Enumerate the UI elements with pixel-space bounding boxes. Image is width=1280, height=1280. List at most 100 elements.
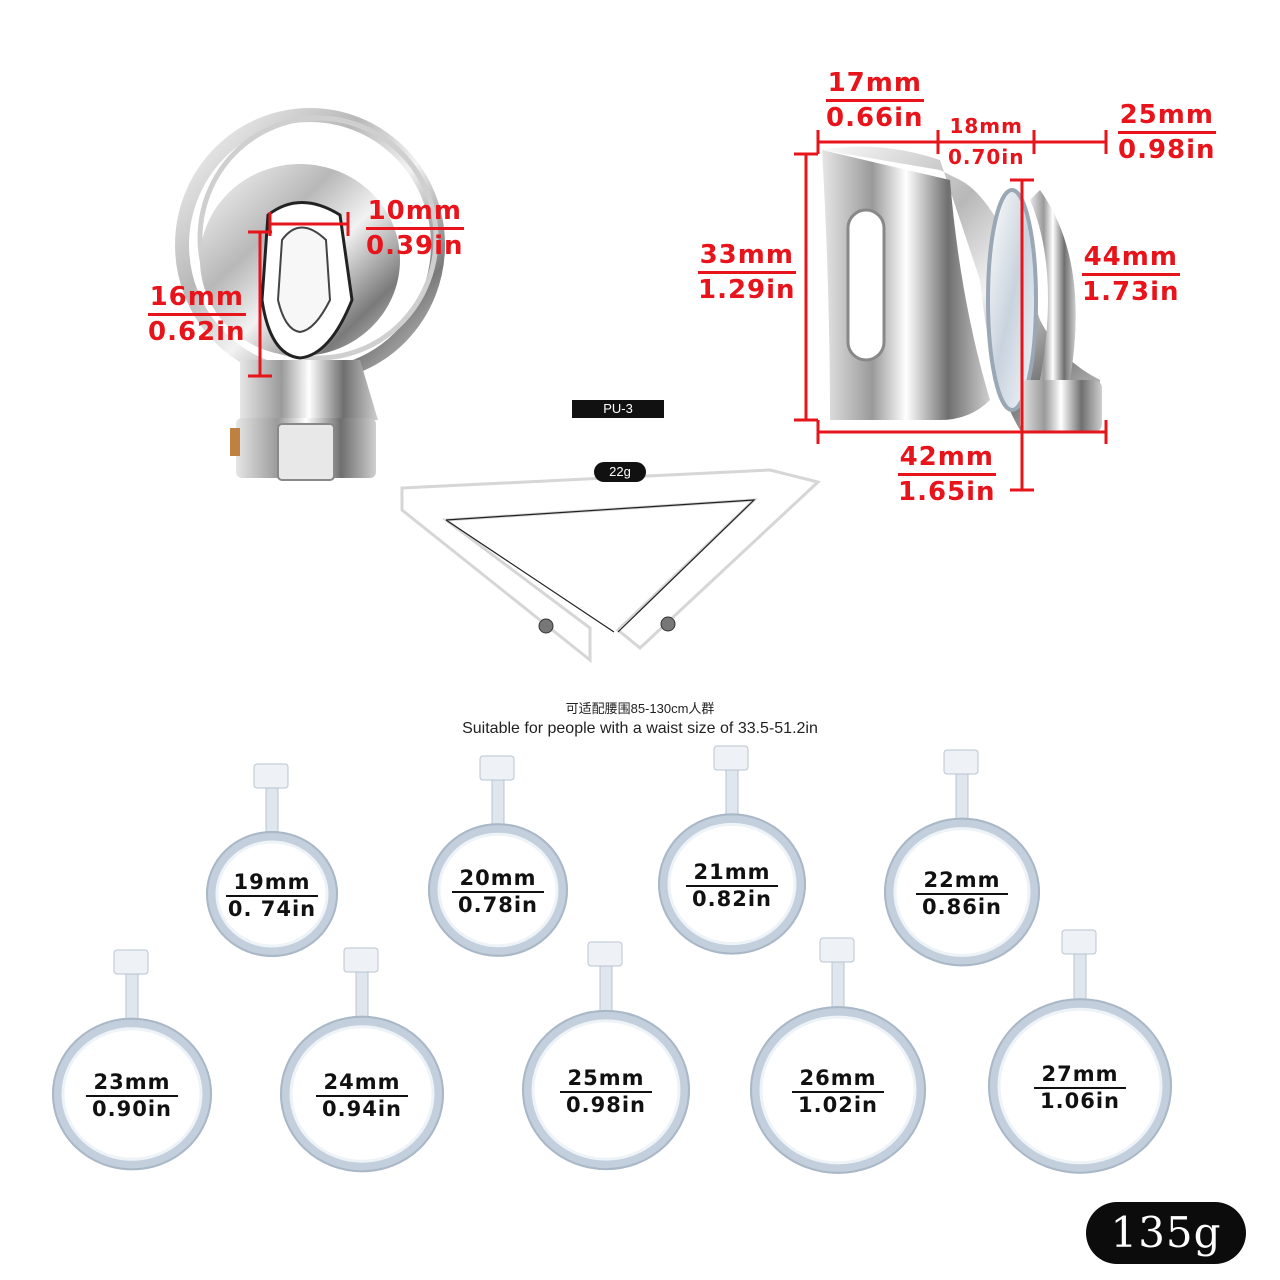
ring-tab — [479, 755, 515, 781]
ring-tab — [1061, 929, 1097, 955]
side-dim-b: 18mm 0.70in — [948, 116, 1024, 167]
ring-size-inch: 1.02in — [798, 1093, 878, 1117]
front-view-device — [175, 108, 445, 481]
ring-band — [52, 1017, 212, 1171]
ring-6 — [280, 947, 444, 1173]
ring-size-mm: 24mm — [316, 1072, 408, 1097]
ring-size-inch: 0.90in — [92, 1097, 172, 1121]
ring-band — [658, 813, 806, 955]
ring-stem — [265, 781, 279, 835]
ring-band — [522, 1009, 690, 1171]
ring-band — [750, 1006, 926, 1174]
dim-inch: 1.73in — [1082, 277, 1180, 307]
ring-size-inch: 0.82in — [692, 887, 772, 911]
dim-inch: 0.62in — [148, 317, 246, 347]
front-dim-height: 16mm 0.62in — [148, 284, 246, 345]
ring-size-inch: 0.78in — [458, 893, 538, 917]
ring-size-mm: 25mm — [560, 1068, 652, 1093]
belt-caption-cn: 可适配腰围85-130cm人群 — [565, 701, 715, 716]
dim-inch: 0.70in — [948, 145, 1025, 169]
ring-size-mm: 27mm — [1034, 1064, 1126, 1089]
dim-mm: 16mm — [148, 284, 246, 316]
dim-mm: 42mm — [898, 444, 996, 476]
ring-stem — [1073, 947, 1087, 1001]
ring-stem — [491, 773, 505, 827]
dim-mm: 18mm — [949, 114, 1023, 138]
front-dim-width: 10mm 0.39in — [366, 198, 464, 259]
ring-size-inch: 0.98in — [566, 1093, 646, 1117]
dim-inch: 1.29in — [698, 275, 796, 305]
ring-band — [206, 831, 338, 957]
ring-band — [280, 1015, 444, 1173]
ring-8 — [750, 937, 926, 1174]
ring-4 — [884, 749, 1040, 967]
side-dim-f: 42mm 1.65in — [898, 444, 996, 505]
ring-stem — [599, 959, 613, 1013]
dim-mm: 33mm — [698, 242, 796, 274]
side-dim-c: 25mm 0.98in — [1118, 102, 1216, 163]
ring-band — [280, 1015, 444, 1173]
ring-9 — [988, 929, 1172, 1174]
total-weight-badge: 135g — [1086, 1202, 1246, 1264]
dim-inch: 0.39in — [366, 231, 464, 261]
ring-size-inch: 0. 74in — [227, 897, 317, 921]
ring-band — [884, 817, 1040, 967]
side-dim-d: 33mm 1.29in — [698, 242, 796, 303]
ring-stem — [725, 763, 739, 817]
ring-band — [61, 1027, 203, 1161]
dim-inch: 1.65in — [898, 477, 996, 507]
ring-stem — [355, 965, 369, 1019]
ring-size-mm: 20mm — [452, 868, 544, 893]
ring-1 — [206, 763, 338, 957]
ring-size-inch: 0.94in — [322, 1097, 402, 1121]
ring-band — [667, 822, 797, 946]
ring-band — [759, 1015, 917, 1165]
product-illustrations — [175, 108, 1108, 664]
ring-size-mm: 26mm — [792, 1068, 884, 1093]
ring-size-mm: 19mm — [226, 872, 318, 897]
ring-stem — [955, 767, 969, 821]
ring-band — [997, 1007, 1163, 1165]
ring-tab — [713, 745, 749, 771]
dim-mm: 25mm — [1118, 102, 1216, 134]
belt-weight-tag: 22g — [594, 462, 646, 482]
ring-stem — [125, 967, 139, 1021]
ring-size-inch: 0.86in — [922, 895, 1002, 919]
dim-inch: 0.98in — [1118, 135, 1216, 165]
ring-band — [522, 1009, 690, 1171]
ring-band — [884, 817, 1040, 967]
belt-illustration — [400, 468, 822, 664]
front-dim-lines — [248, 212, 350, 378]
belt-caption-en: Suitable for people with a waist size of… — [462, 720, 818, 737]
ring-3 — [658, 745, 806, 955]
ring-7 — [522, 941, 690, 1171]
ring-band — [52, 1017, 212, 1171]
dim-mm: 44mm — [1082, 244, 1180, 276]
ring-size-mm: 23mm — [86, 1072, 178, 1097]
ring-tab — [587, 941, 623, 967]
ring-tab — [819, 937, 855, 963]
ring-band — [428, 823, 568, 957]
ring-band — [531, 1019, 681, 1161]
ring-size-mm: 22mm — [916, 870, 1008, 895]
dim-inch: 0.66in — [826, 103, 924, 133]
ring-tab — [343, 947, 379, 973]
ring-stem — [831, 955, 845, 1009]
ring-size-inch: 1.06in — [1040, 1089, 1120, 1113]
ring-band — [988, 998, 1172, 1174]
dim-mm: 10mm — [366, 198, 464, 230]
ring-tab — [253, 763, 289, 789]
ring-band — [988, 998, 1172, 1174]
ring-band — [215, 840, 329, 948]
ring-band — [206, 831, 338, 957]
